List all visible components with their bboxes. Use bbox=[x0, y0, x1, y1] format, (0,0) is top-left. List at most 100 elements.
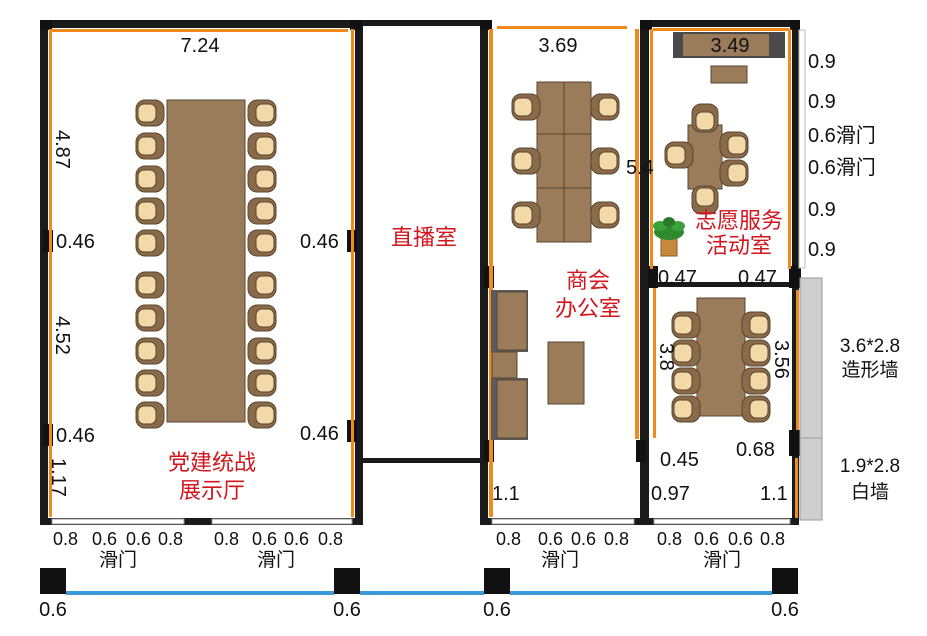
seg-chamber-1: 0.8 bbox=[496, 529, 521, 549]
office-desks bbox=[536, 81, 592, 405]
sliding-door-label-1: 滑门 bbox=[99, 549, 137, 571]
chair bbox=[247, 369, 277, 397]
chair bbox=[671, 339, 701, 367]
chair bbox=[135, 197, 165, 225]
column-size-1: 0.6 bbox=[39, 599, 67, 621]
dim-right-09c: 0.9 bbox=[808, 199, 836, 221]
chair bbox=[511, 201, 541, 229]
sliding-door-label-2: 滑门 bbox=[257, 549, 295, 571]
chair bbox=[741, 311, 771, 339]
chair bbox=[590, 201, 620, 229]
sofa-icon bbox=[491, 290, 528, 440]
column-size-2: 0.6 bbox=[333, 599, 361, 621]
dim-exh-left-046a: 0.46 bbox=[56, 231, 95, 253]
chair bbox=[671, 311, 701, 339]
dim-vol-356: 3.56 bbox=[770, 340, 792, 379]
dim-right-06a: 0.6滑门 bbox=[808, 124, 876, 147]
chair bbox=[135, 271, 165, 299]
dim-vol-38: 3.8 bbox=[655, 343, 677, 371]
chair bbox=[247, 271, 277, 299]
chair bbox=[135, 337, 165, 365]
volunteer-label-line2: 活动室 bbox=[706, 233, 772, 258]
panel-1-name: 造形墙 bbox=[841, 359, 898, 381]
right-edge-doors bbox=[798, 29, 806, 269]
bottom-segments: 0.8 0.6 0.6 0.8 0.8 0.6 0.6 0.8 0.8 0.6 … bbox=[53, 529, 785, 571]
wall-panel-labels: 3.6*2.8 造形墙 1.9*2.8 白墙 bbox=[840, 336, 900, 503]
chair bbox=[590, 93, 620, 121]
tv-cabinet-icon bbox=[673, 32, 785, 84]
chair bbox=[135, 99, 165, 127]
exhibition-label-line1: 党建统战 bbox=[168, 450, 256, 475]
seg-vol-1: 0.8 bbox=[657, 529, 682, 549]
dim-vol-097: 0.97 bbox=[651, 483, 690, 505]
chair bbox=[719, 131, 749, 159]
dim-exh-left-upper: 4.87 bbox=[51, 130, 73, 169]
potted-plant-icon bbox=[653, 217, 685, 257]
dimensions: 7.24 4.87 0.46 4.52 0.46 1.17 0.46 0.46 … bbox=[47, 35, 876, 505]
chair-icon bbox=[135, 99, 165, 429]
chair bbox=[135, 369, 165, 397]
seg-vol-2: 0.6 bbox=[694, 529, 719, 549]
chair bbox=[691, 103, 719, 133]
chair bbox=[741, 395, 771, 423]
dim-exh-right-046a: 0.46 bbox=[300, 231, 339, 253]
dim-right-09b: 0.9 bbox=[808, 91, 836, 113]
panel-2-name: 白墙 bbox=[851, 481, 889, 503]
chair bbox=[671, 395, 701, 423]
sliding-door-label-3: 滑门 bbox=[541, 549, 579, 571]
dim-vol-068: 0.68 bbox=[736, 439, 775, 461]
panel-2-size: 1.9*2.8 bbox=[840, 456, 900, 477]
panel-1-size: 3.6*2.8 bbox=[840, 336, 900, 357]
sliding-door-label-4: 滑门 bbox=[703, 549, 741, 571]
chair bbox=[247, 304, 277, 332]
chair bbox=[247, 165, 277, 193]
dim-chamber-bottom-left: 1.1 bbox=[492, 483, 520, 505]
chair bbox=[135, 229, 165, 257]
chair bbox=[511, 93, 541, 121]
chair bbox=[135, 132, 165, 160]
seg-chamber-2: 0.6 bbox=[538, 529, 563, 549]
dim-vol-11: 1.1 bbox=[760, 483, 788, 505]
chair-icon bbox=[511, 93, 620, 229]
chair bbox=[664, 141, 694, 169]
seg-exh-left-4: 0.8 bbox=[158, 529, 183, 549]
dim-vol-width: 3.49 bbox=[711, 35, 750, 57]
chair bbox=[247, 229, 277, 257]
dim-exh-width: 7.24 bbox=[181, 35, 220, 57]
dim-vol-047-right: 0.47 bbox=[738, 267, 777, 289]
dim-vol-047-left: 0.47 bbox=[658, 267, 697, 289]
dim-right-09d: 0.9 bbox=[808, 239, 836, 261]
chair bbox=[247, 337, 277, 365]
seg-exh-left-2: 0.6 bbox=[92, 529, 117, 549]
chair-icon bbox=[247, 99, 277, 429]
conference-table bbox=[166, 99, 246, 423]
dim-chamber-depth: 5.4 bbox=[626, 157, 654, 179]
column-size-4: 0.6 bbox=[771, 599, 799, 621]
dim-exh-left-046b: 0.46 bbox=[56, 425, 95, 447]
chamber-label-line2: 办公室 bbox=[555, 296, 621, 321]
room-labels: 党建统战 展示厅 直播室 商会 办公室 志愿服务 活动室 bbox=[168, 208, 783, 503]
dim-exh-left-bottom: 1.17 bbox=[47, 458, 69, 497]
chair bbox=[741, 367, 771, 395]
seg-exh-left-3: 0.6 bbox=[126, 529, 151, 549]
chair-icon bbox=[664, 103, 771, 423]
volunteer-label-line1: 志愿服务 bbox=[695, 208, 783, 233]
seg-exh-right-2: 0.6 bbox=[252, 529, 277, 549]
chair bbox=[719, 159, 749, 187]
chair bbox=[671, 367, 701, 395]
dim-chamber-width: 3.69 bbox=[539, 35, 578, 57]
chair bbox=[247, 132, 277, 160]
chair bbox=[247, 401, 277, 429]
seg-vol-4: 0.8 bbox=[760, 529, 785, 549]
chair bbox=[590, 147, 620, 175]
dim-exh-left-mid: 4.52 bbox=[51, 316, 73, 355]
chamber-label-line1: 商会 bbox=[566, 268, 610, 293]
volunteer-tables bbox=[687, 124, 746, 417]
seg-exh-right-3: 0.6 bbox=[284, 529, 309, 549]
chair bbox=[741, 339, 771, 367]
seg-vol-3: 0.6 bbox=[728, 529, 753, 549]
bottom-door-panels bbox=[51, 518, 791, 525]
live-room-label: 直播室 bbox=[391, 225, 457, 250]
glass-walls bbox=[49, 26, 799, 518]
